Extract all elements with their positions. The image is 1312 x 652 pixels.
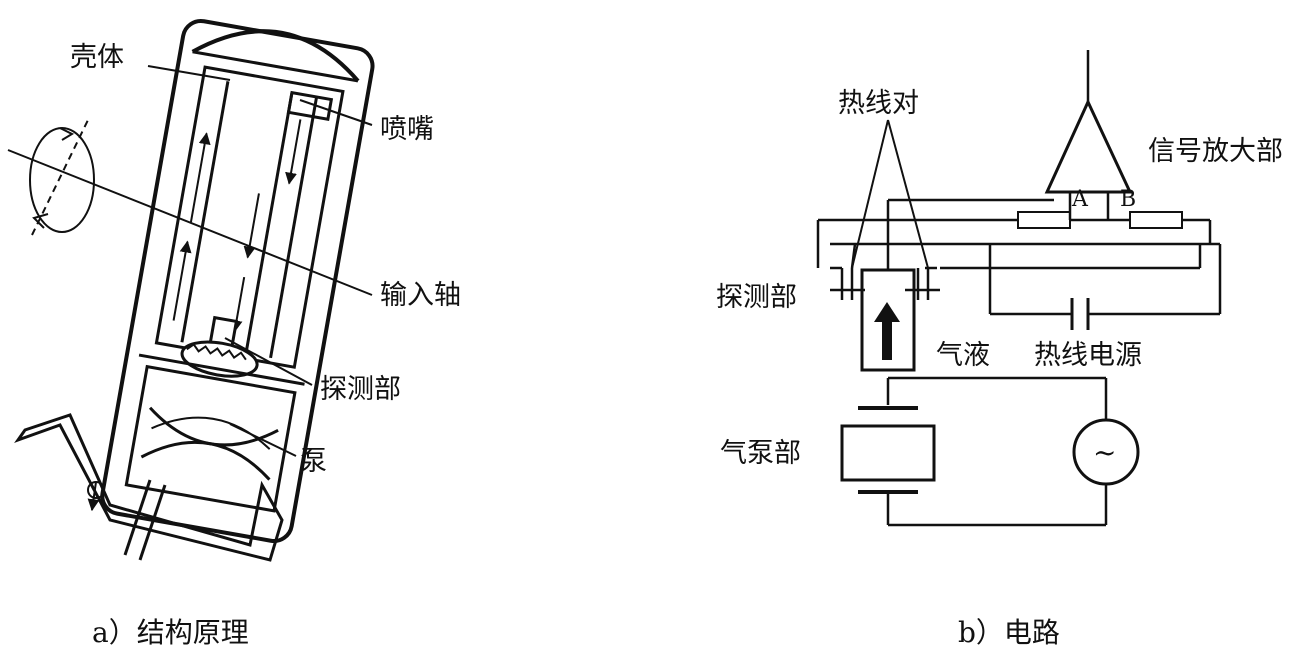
panel-b-circuit [816, 50, 1222, 527]
housing-shell [100, 18, 375, 544]
label-hot-wire-power: 热线电源 [1034, 340, 1142, 371]
input-shaft-line [7, 149, 373, 296]
ac-symbol: ~ [1093, 436, 1116, 469]
caption-b: b）电路 [958, 616, 1060, 649]
label-air-pump: 气泵部 [720, 438, 801, 469]
label-detector-a: 探测部 [320, 374, 401, 405]
caption-a: a）结构原理 [92, 616, 249, 649]
rotation-arrow-icon [29, 119, 95, 236]
label-nozzle: 喷嘴 [380, 114, 434, 145]
label-terminal-b: B [1120, 187, 1136, 212]
label-detector-b: 探测部 [716, 282, 797, 313]
label-shell: 壳体 [70, 42, 124, 73]
label-pump: 泵 [300, 446, 327, 477]
ac-source-icon [1072, 418, 1140, 486]
resistor-b [1129, 211, 1183, 229]
label-gas-liquid: 气液 [936, 340, 990, 371]
label-input-shaft: 输入轴 [380, 280, 461, 311]
panel-a-structure [7, 18, 375, 562]
flow-up-arrow-icon [874, 302, 900, 360]
amplifier-symbol [1044, 98, 1133, 194]
label-signal-amplifier: 信号放大部 [1148, 136, 1283, 167]
resistor-a [1017, 211, 1071, 229]
air-pump-body [840, 424, 936, 482]
label-hot-wire-pair: 热线对 [838, 88, 919, 119]
gas-liquid-tube [860, 268, 916, 372]
base-flange [14, 413, 284, 562]
label-terminal-a: A [1071, 187, 1089, 212]
pump-chamber [124, 364, 297, 513]
